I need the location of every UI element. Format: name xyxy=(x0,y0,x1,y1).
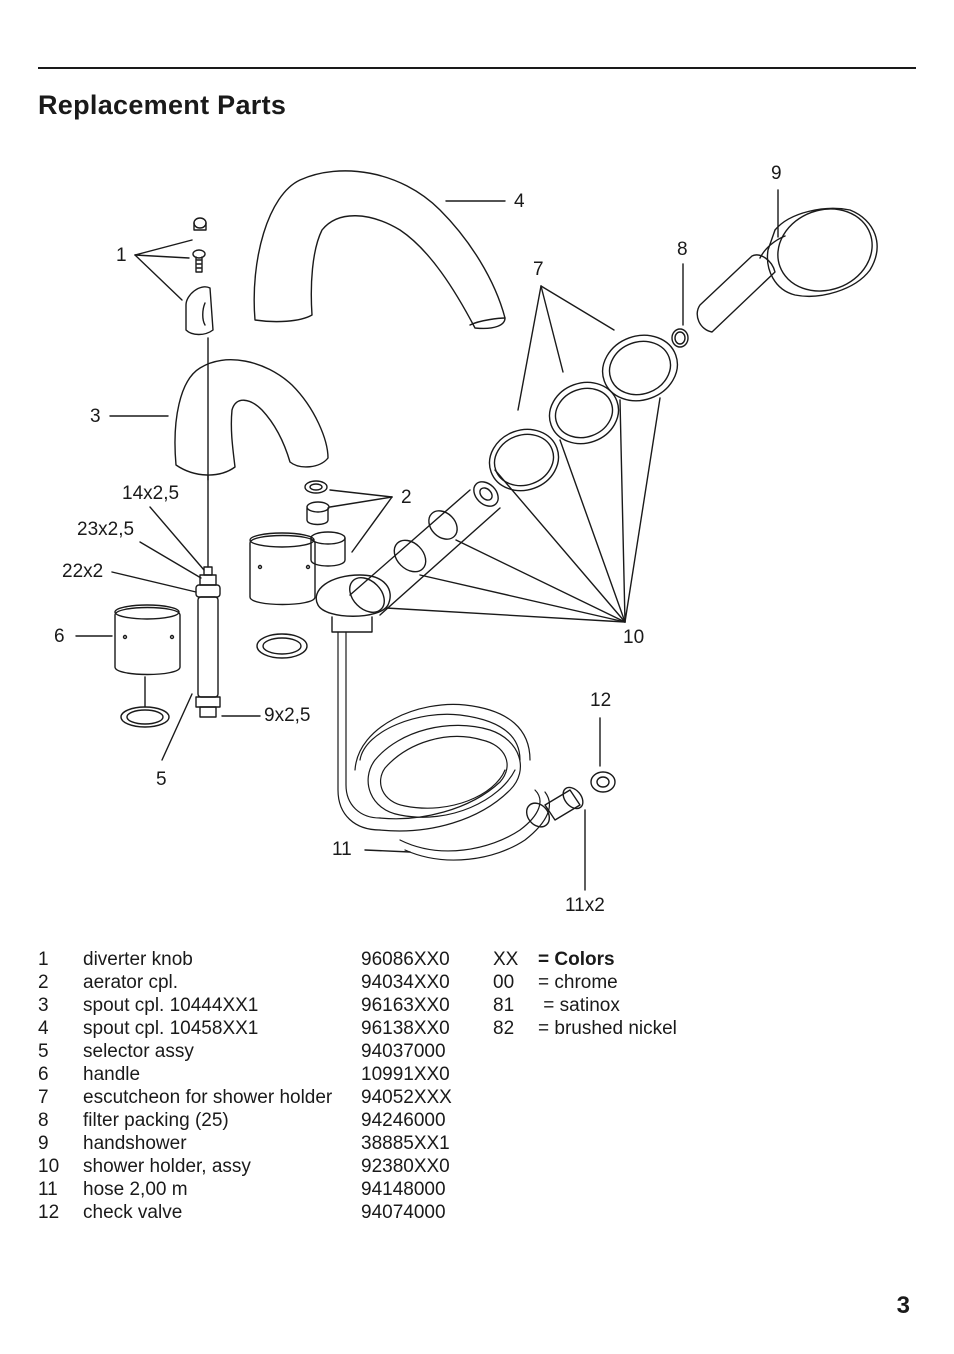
callout-22x2: 22x2 xyxy=(62,561,104,582)
callout-5: 5 xyxy=(156,769,167,790)
callout-6: 6 xyxy=(54,626,65,647)
part-description: hose 2,00 m xyxy=(83,1179,188,1200)
check-valve-drawing xyxy=(525,771,616,828)
color-row: 00 = chrome xyxy=(493,971,677,994)
parts-row: 2 aerator cpl. 94034XX0 xyxy=(38,971,461,994)
colors-header-label: = Colors xyxy=(538,949,615,970)
callout-8: 8 xyxy=(677,239,688,260)
colors-header-key: XX xyxy=(493,949,519,970)
part-number: 7 xyxy=(38,1087,49,1108)
callout-2: 2 xyxy=(401,487,412,508)
color-code: 81 xyxy=(493,995,515,1016)
part-code: 94148000 xyxy=(361,1179,446,1200)
spout-small-drawing xyxy=(174,359,329,476)
shower-holder-drawing xyxy=(315,481,501,633)
parts-row: 10 shower holder, assy 92380XX0 xyxy=(38,1155,461,1178)
parts-list: 1 diverter knob 96086XX0 2 aerator cpl. 9403… xyxy=(38,948,461,1224)
part-number: 11 xyxy=(38,1179,58,1200)
parts-row: 4 spout cpl. 10458XX1 96138XX0 xyxy=(38,1017,461,1040)
part-number: 4 xyxy=(38,1018,49,1039)
part-code: 94034XX0 xyxy=(361,972,450,993)
part-number: 8 xyxy=(38,1110,49,1131)
color-row: 81 = satinox xyxy=(493,994,677,1017)
parts-row: 1 diverter knob 96086XX0 xyxy=(38,948,461,971)
color-label: = brushed nickel xyxy=(538,1018,677,1039)
exploded-parts-diagram: 1 2 3 4 5 6 7 8 9 10 11 12 14x2,5 23x2,5… xyxy=(0,150,954,930)
part-code: 10991XX0 xyxy=(361,1064,450,1085)
part-description: filter packing (25) xyxy=(83,1110,229,1131)
part-code: 94246000 xyxy=(361,1110,446,1131)
part-code: 38885XX1 xyxy=(361,1133,450,1154)
diverter-knob-drawing xyxy=(185,217,214,336)
handshower-drawing xyxy=(696,207,878,333)
part-number: 12 xyxy=(38,1202,60,1223)
handle-right-drawing xyxy=(249,532,316,659)
colors-header-row: XX = Colors xyxy=(493,948,677,971)
handle-left-drawing xyxy=(114,604,181,728)
escutcheon-rings-drawing xyxy=(488,334,679,492)
color-label: = satinox xyxy=(538,995,620,1016)
page-number: 3 xyxy=(896,1292,910,1319)
part-description: handle xyxy=(83,1064,141,1085)
parts-row: 8 filter packing (25) 94246000 xyxy=(38,1109,461,1132)
part-description: check valve xyxy=(83,1202,183,1223)
callout-4: 4 xyxy=(514,191,525,212)
parts-row: 3 spout cpl. 10444XX1 96163XX0 xyxy=(38,994,461,1017)
callout-9x2-5: 9x2,5 xyxy=(264,705,311,726)
color-row: 82 = brushed nickel xyxy=(493,1017,677,1040)
spout-large-drawing xyxy=(253,170,506,330)
part-description: aerator cpl. xyxy=(83,972,179,993)
callout-9: 9 xyxy=(771,163,782,184)
hose-drawing xyxy=(337,631,550,861)
color-code: 82 xyxy=(493,1018,515,1039)
callout-14x2-5: 14x2,5 xyxy=(122,483,180,504)
filter-packing-drawing xyxy=(671,328,689,348)
top-rule xyxy=(38,67,916,69)
page-title: Replacement Parts xyxy=(38,90,287,120)
part-code: 96163XX0 xyxy=(361,995,450,1016)
callout-11x2: 11x2 xyxy=(565,895,605,916)
callout-1: 1 xyxy=(116,245,127,266)
parts-row: 7 escutcheon for shower holder 94052XXX xyxy=(38,1086,461,1109)
selector-cartridge-drawing xyxy=(195,337,221,718)
parts-row: 12 check valve 94074000 xyxy=(38,1201,461,1224)
part-description: shower holder, assy xyxy=(83,1156,251,1177)
color-label: = chrome xyxy=(538,972,618,993)
parts-row: 9 handshower 38885XX1 xyxy=(38,1132,461,1155)
part-description: spout cpl. 10444XX1 xyxy=(83,995,259,1016)
parts-row: 5 selector assy 94037000 xyxy=(38,1040,461,1063)
part-number: 2 xyxy=(38,972,49,993)
callout-12: 12 xyxy=(590,690,612,711)
part-description: diverter knob xyxy=(83,949,193,970)
part-code: 94074000 xyxy=(361,1202,446,1223)
part-description: handshower xyxy=(83,1133,187,1154)
part-number: 6 xyxy=(38,1064,49,1085)
colors-legend: XX = Colors 00 = chrome 81 = satinox 82 = … xyxy=(493,948,677,1040)
part-number: 3 xyxy=(38,995,49,1016)
part-description: spout cpl. 10458XX1 xyxy=(83,1018,259,1039)
part-description: selector assy xyxy=(83,1041,194,1062)
part-number: 10 xyxy=(38,1156,60,1177)
part-number: 5 xyxy=(38,1041,49,1062)
part-code: 92380XX0 xyxy=(361,1156,450,1177)
callout-3: 3 xyxy=(90,406,101,427)
parts-row: 11 hose 2,00 m 94148000 xyxy=(38,1178,461,1201)
callout-11: 11 xyxy=(332,839,352,860)
part-code: 96086XX0 xyxy=(361,949,450,970)
part-description: escutcheon for shower holder xyxy=(83,1087,333,1108)
part-number: 1 xyxy=(38,949,49,970)
parts-row: 6 handle 10991XX0 xyxy=(38,1063,461,1086)
part-number: 9 xyxy=(38,1133,49,1154)
part-code: 94037000 xyxy=(361,1041,446,1062)
aerator-drawing xyxy=(304,480,346,567)
color-code: 00 xyxy=(493,972,515,993)
callout-23x2-5: 23x2,5 xyxy=(77,519,135,540)
part-code: 94052XXX xyxy=(361,1087,452,1108)
part-code: 96138XX0 xyxy=(361,1018,450,1039)
callout-10: 10 xyxy=(623,627,645,648)
callout-7: 7 xyxy=(533,259,544,280)
